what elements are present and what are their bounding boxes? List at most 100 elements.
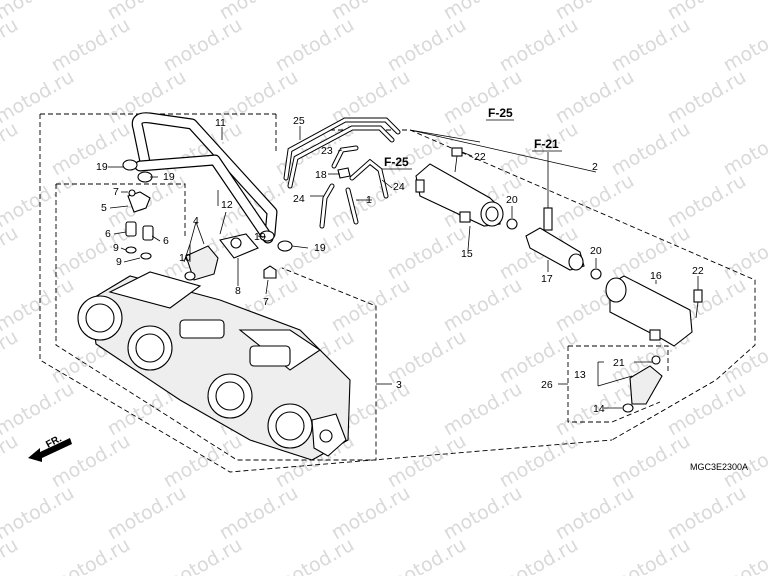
watermark-text: motod.ru — [496, 326, 582, 389]
watermark-text: motod.ru — [664, 170, 750, 233]
callout: 20 — [590, 245, 602, 257]
watermark-text: motod.ru — [496, 534, 582, 576]
watermark-text: motod.ru — [160, 14, 246, 77]
watermark-text: motod.ru — [384, 534, 470, 576]
ref-f21: F-21 — [534, 137, 559, 151]
watermark-text: motod.ru — [440, 274, 526, 337]
injector-13 — [622, 355, 663, 413]
callout: 18 — [315, 169, 327, 181]
callout: 22 — [692, 265, 704, 277]
callout: 1 — [366, 194, 372, 206]
callout: 2 — [592, 161, 598, 173]
callout: 19 — [254, 231, 266, 243]
watermark-text: motod.ru — [496, 430, 582, 493]
callout: 10 — [179, 252, 191, 264]
watermark-text: motod.ru — [608, 118, 694, 181]
o-ring-20 — [506, 218, 602, 280]
callout: 19 — [96, 161, 108, 173]
watermark-text: motod.ru — [720, 534, 768, 576]
callout: 13 — [574, 369, 586, 381]
watermark-text: motod.ru — [552, 170, 638, 233]
callout: 7 — [263, 296, 269, 308]
watermark-text: motod.ru — [552, 482, 638, 545]
watermark-text: motod.ru — [160, 430, 246, 493]
callout: 22 — [474, 151, 486, 163]
ref-f25-top: F-25 — [488, 106, 513, 120]
watermark-text: motod.ru — [48, 534, 134, 576]
watermark-text: motod.ru — [216, 66, 302, 129]
watermark-text: motod.ru — [608, 430, 694, 493]
watermark-text: motod.ru — [48, 14, 134, 77]
watermark-text: motod.ru — [384, 430, 470, 493]
callout: 25 — [293, 115, 305, 127]
callout: 26 — [541, 379, 553, 391]
watermark-text: motod.ru — [104, 482, 190, 545]
watermark-text: motod.ru — [0, 430, 22, 493]
diagram-code: MGC3E2300A — [690, 462, 748, 472]
callout: 21 — [613, 357, 625, 369]
watermark-text: motod.ru — [0, 118, 22, 181]
callout: 6 — [163, 235, 169, 247]
watermark-text: motod.ru — [720, 118, 768, 181]
watermark-text: motod.ru — [272, 14, 358, 77]
clamp-19 — [122, 159, 293, 252]
callout: 19 — [314, 242, 326, 254]
fuel-rail-15 — [415, 163, 504, 227]
watermark-text: motod.ru — [664, 482, 750, 545]
reference-labels: F-25 F-25 F-21 MGC3E2300A — [382, 106, 748, 472]
callout: 3 — [396, 379, 402, 391]
callout: 11 — [215, 117, 226, 129]
callout: 20 — [506, 194, 518, 206]
watermark-text: motod.ru — [440, 378, 526, 441]
hose-1 — [345, 187, 359, 225]
callout: 7 — [113, 186, 119, 198]
watermark-text: motod.ru — [48, 118, 134, 181]
callout: 12 — [221, 199, 233, 211]
throttle-body — [77, 271, 351, 461]
callout: 15 — [461, 248, 473, 260]
callout: 9 — [113, 242, 119, 254]
watermark-text: motod.ru — [664, 378, 750, 441]
watermark-text: motod.ru — [608, 14, 694, 77]
watermark-text: motod.ru — [216, 482, 302, 545]
callout: 23 — [321, 145, 333, 157]
watermark-text: motod.ru — [552, 66, 638, 129]
fuel-rail-16 — [605, 275, 693, 347]
front-arrow-icon: FR. — [28, 433, 72, 462]
watermark-text: motod.ru — [328, 482, 414, 545]
hose-24 — [319, 158, 389, 229]
leader-lines — [108, 126, 699, 409]
watermark-text: motod.ru — [440, 66, 526, 129]
watermark-text: motod.ru — [328, 274, 414, 337]
callout: 8 — [235, 285, 241, 297]
bolt-22 — [451, 147, 463, 173]
watermark-text: motod.ru — [0, 14, 22, 77]
small-parts — [125, 189, 277, 281]
callout: 14 — [593, 403, 605, 415]
hose-25 — [283, 117, 401, 189]
callout: 16 — [650, 270, 662, 282]
watermark-text: motod.ru — [272, 534, 358, 576]
watermark-text: motod.ru — [0, 326, 22, 389]
watermark-text: motod.ru — [608, 534, 694, 576]
callout: 9 — [116, 256, 122, 268]
watermark-text: motod.ru — [384, 222, 470, 285]
callout: 5 — [101, 202, 107, 214]
callout: 6 — [105, 228, 111, 240]
callout: 4 — [193, 215, 199, 227]
joint-18 — [337, 167, 351, 179]
hose-23 — [331, 145, 359, 169]
watermark-text: motod.ru — [720, 430, 768, 493]
watermark-text: motod.ru — [720, 14, 768, 77]
watermark-text: motod.ru — [160, 534, 246, 576]
watermark-text: motod.ru — [720, 326, 768, 389]
hose-11-12 — [131, 112, 278, 244]
callout: 24 — [393, 181, 405, 193]
callout: 24 — [293, 193, 305, 205]
callout-numbers: 1 2 3 4 5 6 6 7 7 8 9 9 10 11 12 13 14 1… — [96, 115, 704, 415]
ref-f25-mid: F-25 — [384, 155, 409, 169]
watermark-text: motod.ru — [48, 222, 134, 285]
watermark-text: motod.ru — [440, 482, 526, 545]
watermark-text: motod.ru — [664, 66, 750, 129]
